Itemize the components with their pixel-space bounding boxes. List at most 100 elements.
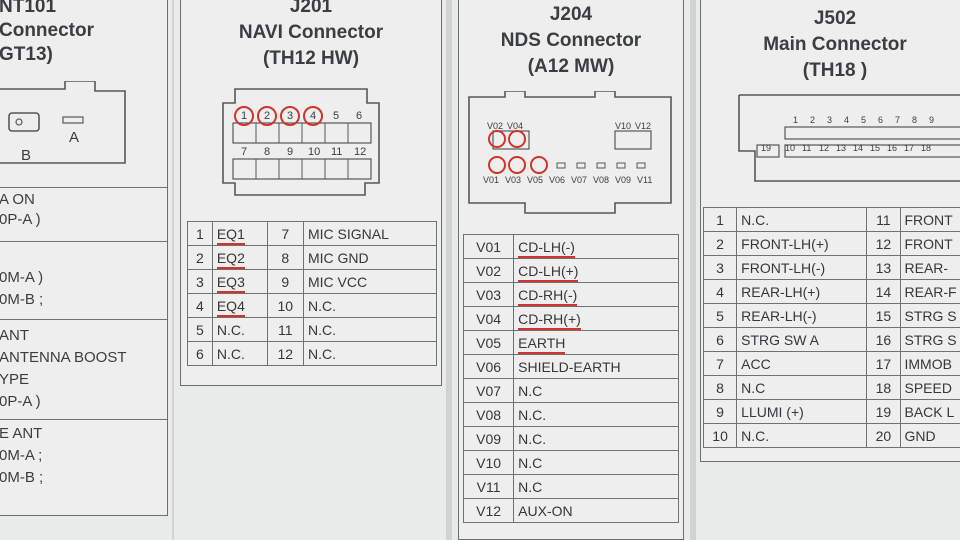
j201-pin-number-2: 11 — [266, 317, 304, 342]
j201-pin-number: 6 — [187, 341, 213, 366]
j201-pin-number-text: 3 — [196, 273, 204, 290]
j502-pin-number: 5 — [702, 303, 738, 328]
j502-pin-number-2: 15 — [866, 303, 901, 328]
j502-pin-number: 7 — [702, 351, 738, 376]
j204-table-row: V03 CD-RH(-) — [462, 282, 679, 307]
j204-pin-function: N.C. — [513, 402, 679, 427]
j502-top-pin-label: 7 — [895, 115, 901, 125]
j502-pin-number-text: 9 — [716, 403, 724, 420]
j201-pin-function-2-text: N.C. — [307, 345, 336, 362]
j204-pin-function-text: CD-RH(-) — [518, 286, 578, 306]
j502-pin-function-2: GND — [899, 423, 960, 448]
j502-pin-number-2: 17 — [866, 351, 901, 376]
j502-pin-function: STRG SW A — [736, 327, 868, 352]
j502-bottom-pin-label: 11 — [802, 143, 812, 153]
j201-pin-10: 10 — [308, 146, 321, 158]
j502-pin-number-2: 18 — [866, 375, 901, 400]
j204-pin-number: V07 — [462, 378, 515, 403]
j502-pin-number-text: 10 — [712, 427, 728, 444]
j502-bottom-pin-label: 15 — [870, 143, 881, 153]
nt101-title-2: Connector — [0, 20, 94, 41]
j502-pin-function: N.C. — [736, 423, 868, 448]
j204-pin-number: V05 — [462, 330, 515, 355]
j502-pin-function-2-text: SPEED — [904, 379, 952, 396]
j502-bottom-pin-label: 19 — [761, 143, 772, 153]
j201-pin-number: 2 — [187, 245, 213, 270]
j204-pin-number: V08 — [462, 402, 515, 427]
j502-pin-function-2: STRG S — [899, 303, 960, 328]
j204-pin-number: V04 — [462, 306, 515, 331]
j204-title: J204 — [549, 4, 593, 25]
j201-pin-6: 6 — [356, 110, 363, 122]
nt101-note-3-line-1: ANT — [0, 327, 29, 344]
j201-pin-number-2-text: 10 — [277, 297, 294, 314]
j502-pin-function-2: REAR-F — [899, 279, 960, 304]
j201-pin-function: EQ2 — [211, 245, 268, 270]
j201-pin-4: 4 — [310, 110, 317, 122]
j204-pin-number-text: V06 — [476, 358, 502, 375]
nt101-title-3: GT13) — [0, 44, 53, 65]
j502-pin-function-2-text: FRONT — [904, 235, 953, 252]
j204-pin-number: V11 — [462, 474, 515, 499]
j201-pin-function-2-text: N.C. — [307, 321, 336, 338]
j204-pin-number-text: V04 — [476, 310, 502, 327]
j502-pin-function-text: REAR-LH(-) — [741, 307, 817, 324]
j502-pin-number-2-text: 11 — [876, 211, 891, 228]
j502-top-pin-label: 4 — [844, 115, 850, 125]
j201-pin-number-text: 6 — [196, 345, 204, 362]
j502-pin-number-2: 20 — [866, 423, 901, 448]
j204-pin-number-text: V03 — [476, 286, 502, 303]
j502-pin-number-text: 3 — [716, 259, 724, 276]
j204-pin-function-text: CD-LH(-) — [518, 238, 575, 258]
j201-pin-function-2: MIC GND — [302, 245, 438, 270]
j201-pin-function: EQ4 — [211, 293, 268, 318]
j502-pin-number-2-text: 15 — [875, 307, 892, 324]
j502-pin-function-text: N.C. — [741, 211, 770, 228]
j204-lbl-v06: V06 — [549, 175, 566, 185]
j201-pin-function-text: EQ4 — [216, 297, 245, 317]
j201-pin-function: N.C. — [211, 341, 268, 366]
j502-pin-function: FRONT-LH(+) — [736, 231, 868, 256]
j201-pin-number-2: 8 — [266, 245, 304, 270]
j201-pin-function-2-text: MIC SIGNAL — [307, 225, 389, 242]
j502-pin-number-2-text: 18 — [875, 379, 892, 396]
j502-pin-function: LLUMI (+) — [736, 399, 868, 424]
j201-pin-number-2: 7 — [266, 221, 304, 246]
j502-bottom-pin-label: 13 — [836, 143, 847, 153]
j502-pin-number: 10 — [702, 423, 738, 448]
j204-pin-function-text: AUX-ON — [518, 502, 573, 519]
j502-bottom-pin-label: 16 — [887, 143, 898, 153]
j502-pin-function-text: ACC — [741, 355, 771, 372]
j502-subtitle: Main Connector — [763, 34, 907, 55]
j502-pin-number-text: 4 — [716, 283, 724, 300]
j201-pin-function: N.C. — [211, 317, 268, 342]
j201-pin-function: EQ3 — [211, 269, 268, 294]
j204-pin-number-text: V01 — [476, 238, 502, 255]
j204-pin-number-text: V05 — [476, 334, 502, 351]
j204-lbl-v12: V12 — [635, 121, 652, 131]
j502-type: (TH18 ) — [802, 60, 868, 81]
j204-pin-function-text: EARTH — [518, 334, 566, 354]
j204-pin-function-text: N.C. — [518, 430, 547, 447]
j201-pin-number-2-text: 11 — [278, 321, 293, 338]
j201-pin-function-text: EQ1 — [216, 225, 245, 245]
j201-pin-number: 1 — [187, 221, 213, 246]
j204-subtitle: NDS Connector — [500, 30, 642, 51]
j204-pin-number-text: V02 — [476, 262, 502, 279]
j204-lbl-v02: V02 — [487, 121, 504, 131]
j502-pin-function: N.C — [736, 375, 868, 400]
j502-pin-function-2-text: STRG S — [904, 331, 957, 348]
j204-pin-function-text: N.C — [518, 382, 543, 399]
